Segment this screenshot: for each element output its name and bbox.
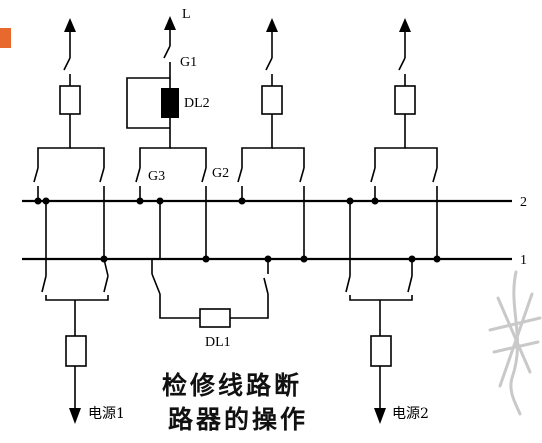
feeder-3-arrow-head xyxy=(266,18,278,32)
caption-line-1: 检修线路断 xyxy=(162,371,303,400)
dl2-breaker xyxy=(161,88,179,118)
dl1-bypass: DL1 xyxy=(151,197,272,350)
feeder-4-breaker xyxy=(394,85,416,115)
source-2-breaker xyxy=(370,335,392,367)
feeder-2-arrow-head xyxy=(164,16,176,30)
feeder-3-breaker xyxy=(261,85,283,115)
feeder-3 xyxy=(237,18,308,263)
feeder-2-bypass: L G1 DL2 G3 G2 xyxy=(126,7,229,263)
feeder-1-bus1-isolator-a xyxy=(70,147,105,201)
label-G1: G1 xyxy=(180,55,197,70)
label-G3: G3 xyxy=(148,169,165,184)
label-DL1: DL1 xyxy=(205,335,231,350)
corner-accent-mark xyxy=(0,28,11,48)
feeder-4-arrow-head xyxy=(399,18,411,32)
feeder-4 xyxy=(370,18,441,263)
feeder-1-arrow-head xyxy=(64,18,76,32)
source-2-arrow-head xyxy=(374,408,386,424)
source-2-label: 电源2 xyxy=(392,406,429,422)
label-G2: G2 xyxy=(212,166,229,181)
g3-isolator xyxy=(135,128,171,201)
label-DL2: DL2 xyxy=(184,96,210,111)
source-1-breaker xyxy=(65,335,87,367)
source-1: 电源1 xyxy=(41,197,125,424)
caption-line-2: 路器的操作 xyxy=(168,405,309,434)
feeder-1-line-isolator xyxy=(63,57,71,86)
source-2: 电源2 xyxy=(345,197,429,424)
g2-isolator xyxy=(170,147,207,201)
dl1-breaker xyxy=(199,308,231,328)
feeder-1-bus2-isolator-a xyxy=(33,114,71,201)
label-L: L xyxy=(182,7,191,22)
feeder-2-bypass-loop xyxy=(126,45,171,129)
source-1-arrow-head xyxy=(69,408,81,424)
feeder-1 xyxy=(33,18,108,263)
bus-1-label: 1 xyxy=(520,253,527,268)
source-1-label: 电源1 xyxy=(88,406,125,422)
watermark-logo xyxy=(488,270,542,416)
bus-2-label: 2 xyxy=(520,195,527,210)
feeder-1-breaker xyxy=(59,85,81,115)
